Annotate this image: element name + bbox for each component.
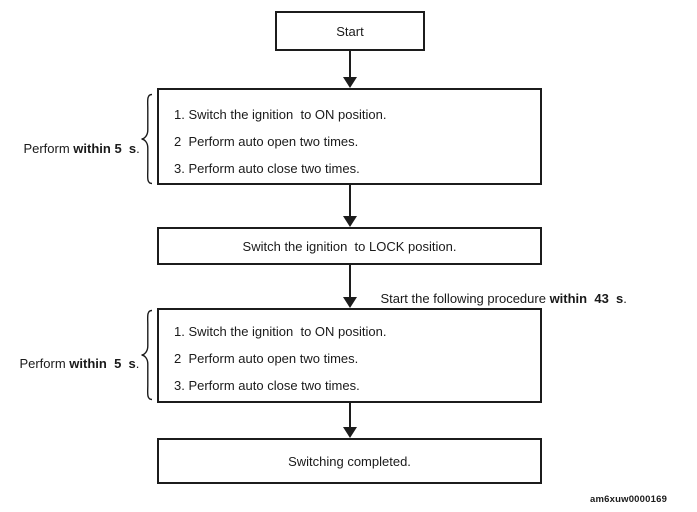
perform-within-note-2: Perform within 5 s. bbox=[5, 341, 139, 386]
procedure-block-1: 1. Switch the ignition to ON position. 2… bbox=[157, 88, 542, 185]
block2-step-3: 3. Perform auto close two times. bbox=[174, 378, 360, 393]
note-1-prefix: Perform bbox=[23, 141, 74, 156]
arrow-down-icon bbox=[343, 265, 357, 308]
arrow-note: Start the following procedure within 43 … bbox=[366, 276, 627, 321]
arrow-down-icon bbox=[343, 51, 357, 88]
block1-step-2: 2 Perform auto open two times. bbox=[174, 134, 359, 149]
figure-code: am6xuw0000169 bbox=[590, 494, 668, 505]
lock-node: Switch the ignition to LOCK position. bbox=[157, 227, 542, 265]
arrow-note-prefix: Start the following procedure bbox=[380, 291, 550, 306]
completed-node-label: Switching completed. bbox=[288, 453, 411, 469]
note-2-suffix: . bbox=[135, 356, 140, 371]
block2-step-1: 1. Switch the ignition to ON position. bbox=[174, 324, 387, 339]
arrow-down-icon bbox=[343, 403, 357, 438]
note-2-prefix: Perform bbox=[19, 356, 70, 371]
block2-step-2: 2 Perform auto open two times. bbox=[174, 351, 359, 366]
arrow-note-bold: within 43 s bbox=[549, 291, 624, 306]
note-1-suffix: . bbox=[136, 141, 140, 156]
block1-step-3: 3. Perform auto close two times. bbox=[174, 161, 360, 176]
note-1-bold: within 5 s bbox=[73, 141, 137, 156]
left-brace-icon bbox=[139, 93, 155, 185]
note-2-bold: within 5 s bbox=[69, 356, 136, 371]
lock-node-label: Switch the ignition to LOCK position. bbox=[242, 238, 457, 254]
arrow-note-suffix: . bbox=[623, 291, 627, 306]
start-node: Start bbox=[275, 11, 425, 51]
left-brace-icon bbox=[139, 309, 155, 401]
block1-step-1: 1. Switch the ignition to ON position. bbox=[174, 107, 387, 122]
completed-node: Switching completed. bbox=[157, 438, 542, 484]
start-node-label: Start bbox=[336, 23, 364, 39]
arrow-down-icon bbox=[343, 185, 357, 227]
perform-within-note-1: Perform within 5 s. bbox=[9, 126, 140, 171]
procedure-block-2: 1. Switch the ignition to ON position. 2… bbox=[157, 308, 542, 403]
